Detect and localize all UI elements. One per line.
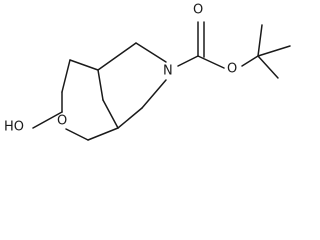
bond-n-ch2-top <box>135 42 167 63</box>
bond-ch2-bridgehead-top <box>97 42 137 71</box>
bond-bridgehead-ch2 <box>69 59 99 71</box>
bond-tbutyl-methyl-right <box>257 45 291 57</box>
bond-carbonyl-ester-o <box>197 55 225 69</box>
bond-ch2-ch2 <box>61 59 71 93</box>
bond-n-ch2-bottom <box>141 79 167 109</box>
atom-label-ester-o: O <box>227 62 237 77</box>
atom-label-amine-n: N <box>163 64 173 79</box>
bond-bridge-top <box>97 69 104 101</box>
bond-chain-bridgehead <box>87 127 119 141</box>
bond-ring-o-chain <box>65 128 89 141</box>
bond-tbutyl-methyl-top <box>257 24 263 57</box>
atom-label-carbonyl-o: O <box>193 3 203 18</box>
bond-hydroxyl-carbon <box>32 111 63 129</box>
bond-n-carbonyl <box>177 55 199 67</box>
bond-bridge-bottom <box>102 99 119 129</box>
atom-label-hydroxyl: HO <box>4 120 24 135</box>
bond-tbutyl-methyl-bottom <box>257 55 279 79</box>
structure-canvas: O O N O HO <box>4 3 291 141</box>
bond-ch2-bridgehead-bottom <box>117 107 143 129</box>
atom-label-ring-o: O <box>57 114 67 129</box>
bond-ester-o-tbutyl <box>241 55 259 67</box>
chemical-structure-diagram: O O N O HO <box>4 3 291 141</box>
